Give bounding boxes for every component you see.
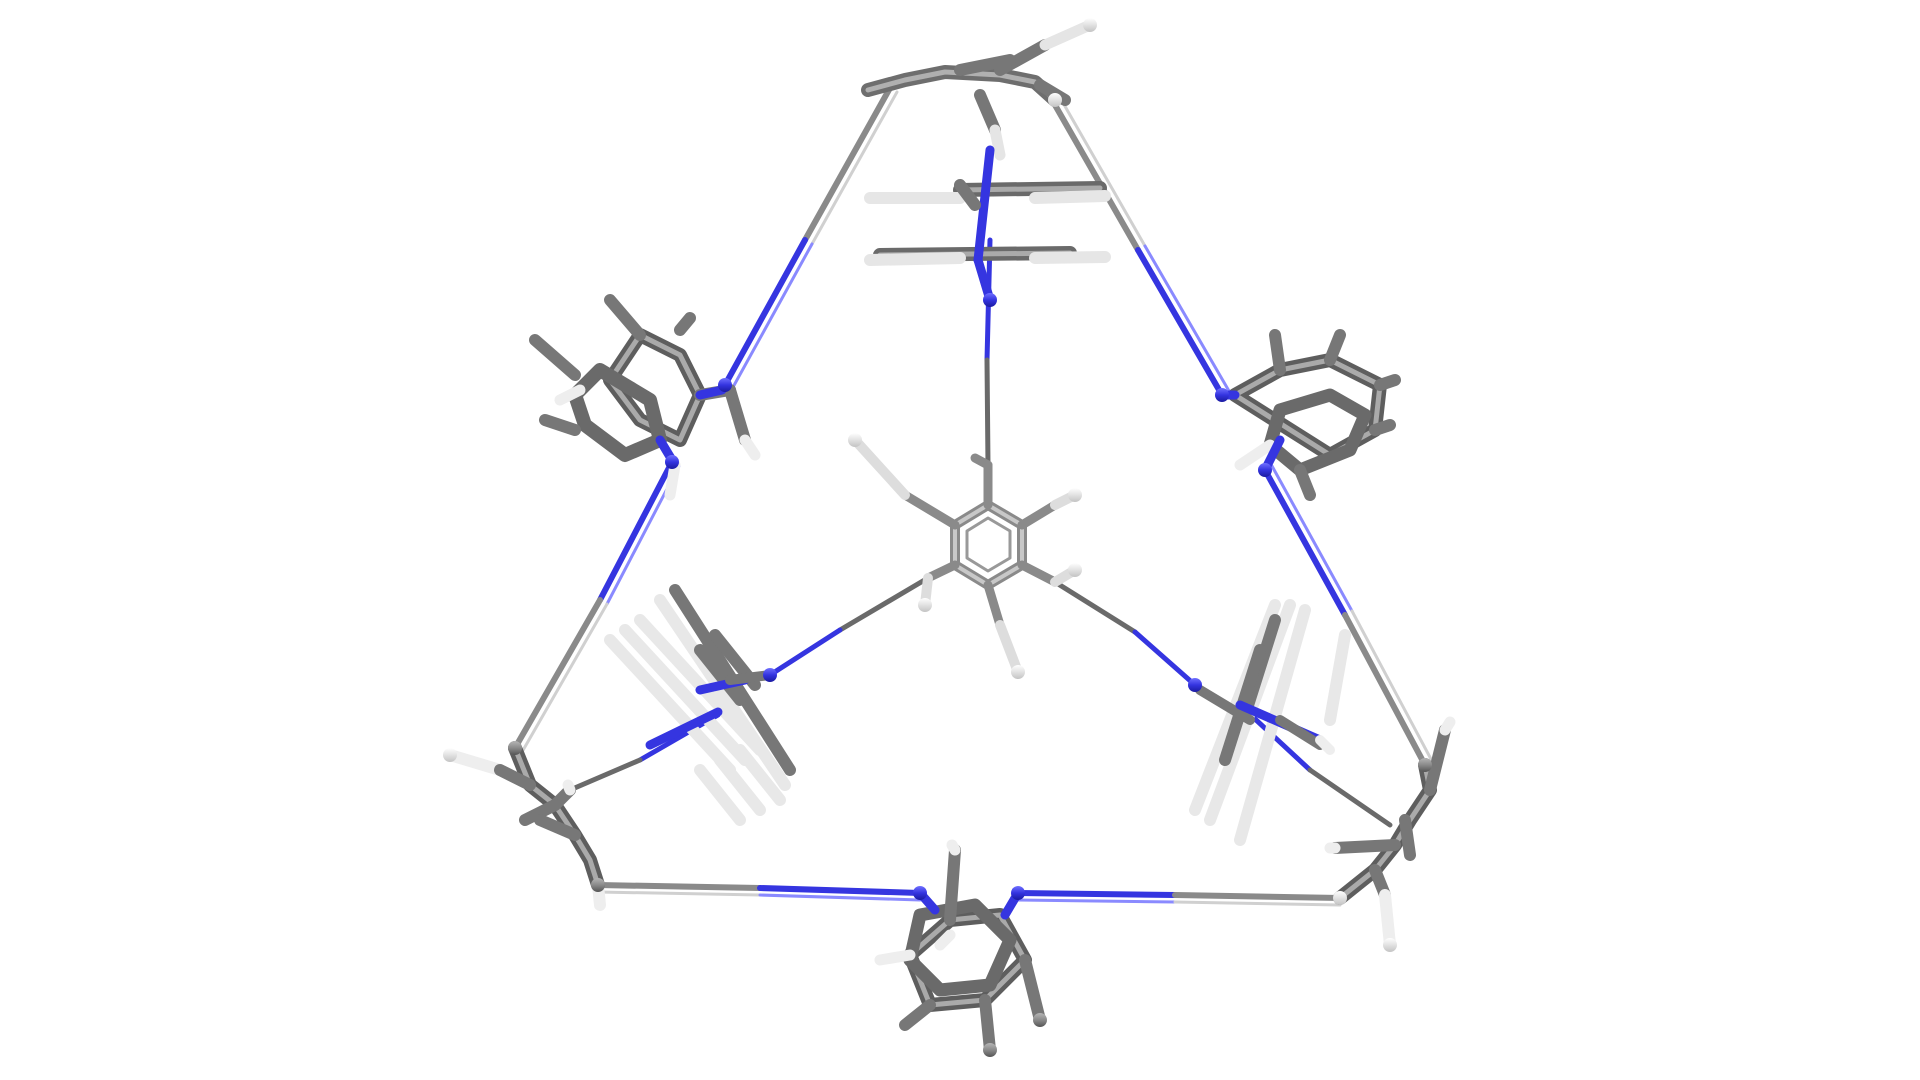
outer-ring-bonds xyxy=(512,85,1434,907)
upper-left-fragment xyxy=(529,294,761,501)
lower-left-fragment xyxy=(604,584,796,826)
lower-right-fragment xyxy=(1189,599,1351,846)
lower-right-corner xyxy=(1324,716,1456,951)
bottom-fragment xyxy=(874,839,1046,1056)
upper-right-fragment xyxy=(1217,329,1401,501)
top-fragment xyxy=(861,19,1111,305)
atom-caps xyxy=(443,18,1432,1057)
central-benzene xyxy=(850,435,1080,677)
lower-left-corner xyxy=(444,741,606,911)
